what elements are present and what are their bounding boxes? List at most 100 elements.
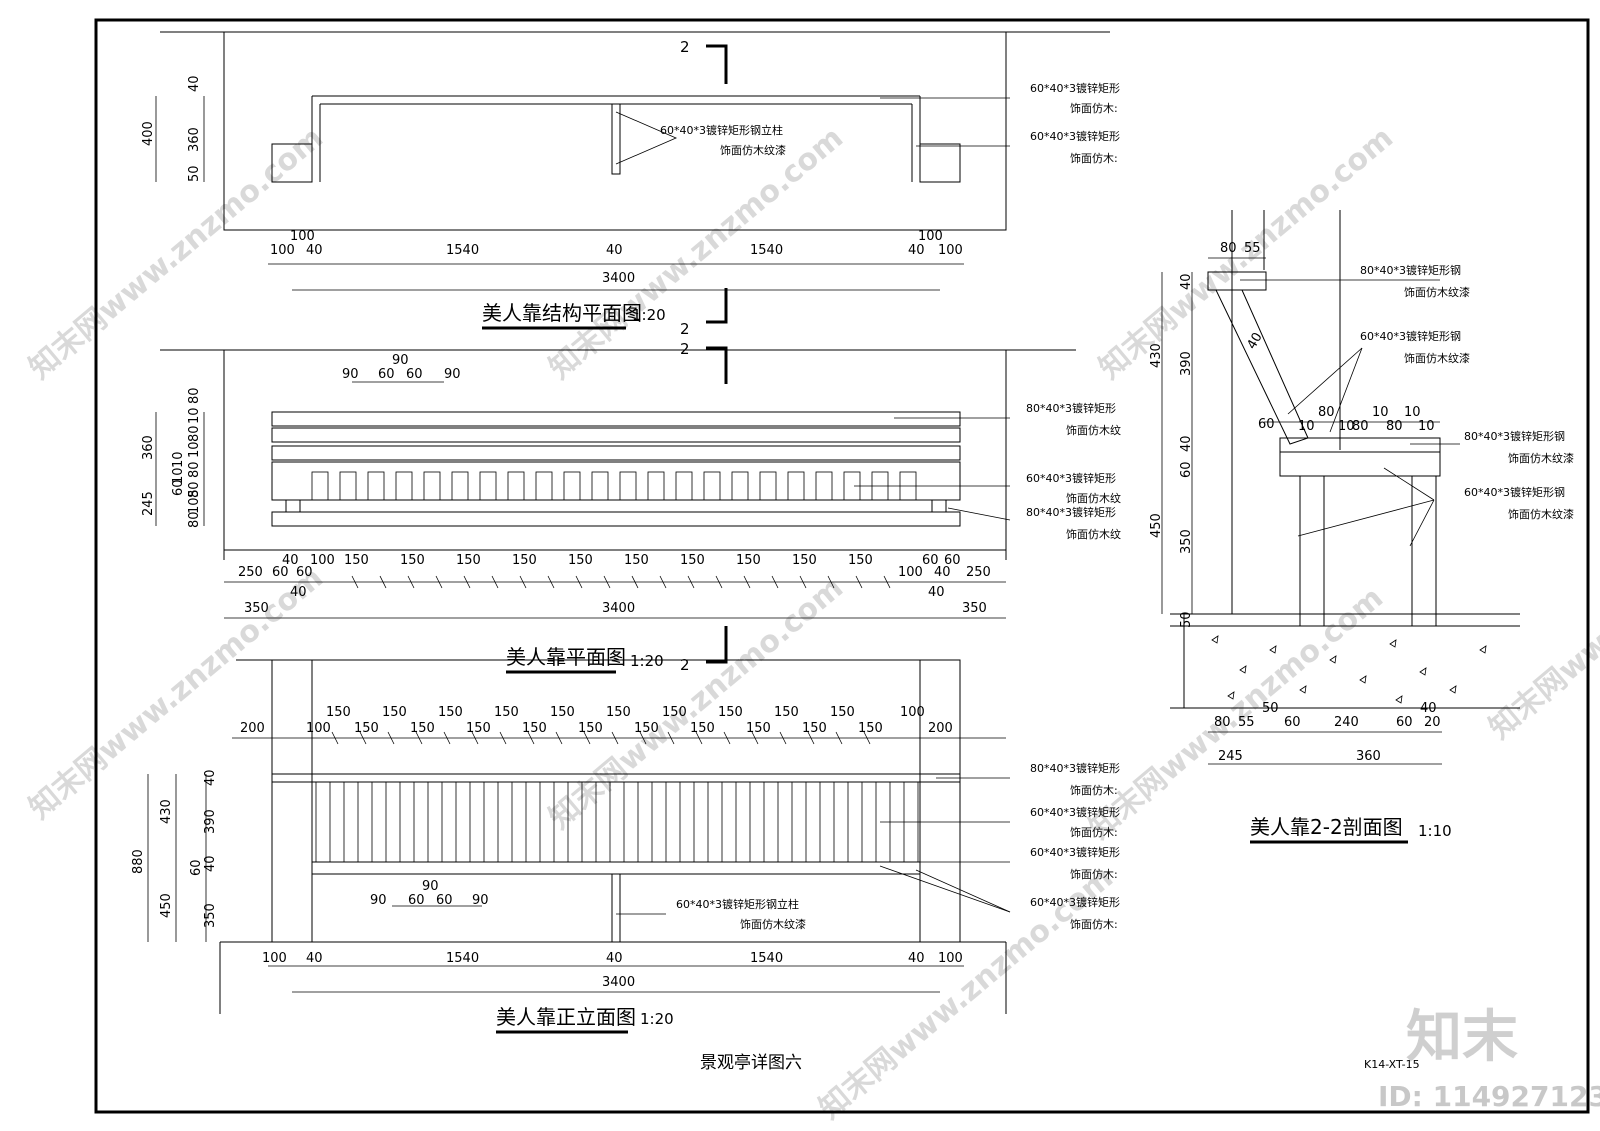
dim-label: 100 <box>938 243 963 258</box>
section-mark-line <box>706 346 728 384</box>
dim-label: 245 <box>1218 749 1243 764</box>
seat-slat <box>479 471 497 501</box>
dim-label: 350 <box>203 903 218 928</box>
dim-tick <box>547 575 555 589</box>
dim-label: 3400 <box>602 601 635 616</box>
dim-label: 55 <box>1238 715 1255 730</box>
note-finish: 饰面仿木纹漆 <box>1508 507 1574 521</box>
dim-label: 350 <box>244 601 269 616</box>
note-finish: 饰面仿木: <box>1070 917 1118 931</box>
dim-label: 40 <box>1244 330 1265 352</box>
post-right <box>931 499 947 513</box>
dim-label: 80 <box>1214 715 1231 730</box>
dim-label: 150 <box>830 705 855 720</box>
dim-label: 80 <box>187 425 202 442</box>
dim-label: 150 <box>400 553 425 568</box>
dim-label: 150 <box>568 553 593 568</box>
seat-slat <box>759 471 777 501</box>
dim-label: 90 <box>342 367 359 382</box>
note-finish: 饰面仿木纹漆 <box>720 143 786 157</box>
dim-label: 10 <box>171 451 186 468</box>
note-finish: 饰面仿木: <box>1070 867 1118 881</box>
dim-label: 20 <box>1424 715 1441 730</box>
dim-label: 50 <box>1179 611 1194 628</box>
dim-label: 40 <box>187 75 202 92</box>
leader <box>1329 347 1363 433</box>
dim-label: 150 <box>550 705 575 720</box>
dim-label: 390 <box>1179 351 1194 376</box>
dim-label: 150 <box>410 721 435 736</box>
dim-tick <box>527 731 535 745</box>
dim-label: 450 <box>1149 513 1164 538</box>
dim-label: 60 <box>406 367 423 382</box>
leader <box>947 507 1011 521</box>
hatch-mark <box>1395 695 1403 704</box>
dim-label: 430 <box>159 799 174 824</box>
note-tube: 60*40*3镀锌矩形钢 <box>1464 485 1565 499</box>
dim-label: 90 <box>422 879 439 894</box>
dim-label: 40 <box>606 243 623 258</box>
seat-top <box>1279 437 1441 453</box>
dim-label: 55 <box>1244 241 1261 256</box>
dim-label: 1540 <box>750 243 783 258</box>
seat-slat <box>507 471 525 501</box>
pillar-right <box>919 143 961 183</box>
seat-slat <box>563 471 581 501</box>
dim-label: 150 <box>438 705 463 720</box>
dim-label: 40 <box>606 951 623 966</box>
dim-label: 40 <box>908 951 925 966</box>
seat-slat <box>311 471 329 501</box>
dim-label: 100 <box>262 951 287 966</box>
view-scale: 1:10 <box>1418 822 1452 840</box>
dim-tick <box>659 575 667 589</box>
section-mark: 2 <box>680 656 690 674</box>
dim-tick <box>351 575 359 589</box>
dim-label: 80 <box>1352 419 1369 434</box>
note-tube: 80*40*3镀锌矩形钢 <box>1360 263 1461 277</box>
dim-label: 150 <box>522 721 547 736</box>
dim-label: 100 <box>938 951 963 966</box>
hatch-mark <box>1389 639 1397 648</box>
section-mark: 2 <box>680 320 690 338</box>
dim-label: 10 <box>187 407 202 424</box>
seat-slat <box>787 471 805 501</box>
watermark: 知末网www.znzmo.com <box>543 570 850 836</box>
hatch-mark <box>1359 675 1367 684</box>
dim-label: 360 <box>187 127 202 152</box>
dim-label: 3400 <box>602 975 635 990</box>
dim-label: 40 <box>1420 701 1437 716</box>
dim-label: 80 <box>187 461 202 478</box>
section-mark-line <box>706 44 728 84</box>
column-mid <box>611 103 621 175</box>
note-tube: 60*40*3镀锌矩形 <box>1030 895 1120 909</box>
dim-label: 1540 <box>446 951 479 966</box>
dim-label: 150 <box>680 553 705 568</box>
dim-label: 80 <box>187 387 202 404</box>
sheet-border <box>94 18 1590 1114</box>
section-mark-line <box>706 626 728 664</box>
dim-tick <box>519 575 527 589</box>
elevation-view: 80*40*3镀锌矩形 饰面仿木: 60*40*3镀锌矩形 饰面仿木: 60*4… <box>131 659 1120 1073</box>
seat-slat <box>423 471 441 501</box>
dim-tick <box>695 731 703 745</box>
dim-tick <box>359 731 367 745</box>
dim-tick <box>779 731 787 745</box>
dim-tick <box>631 575 639 589</box>
dim-label: 150 <box>802 721 827 736</box>
dim-label: 100 <box>306 721 331 736</box>
dim-label: 80 <box>187 511 202 528</box>
dim-tick <box>555 731 563 745</box>
dim-label: 450 <box>159 893 174 918</box>
note-finish: 饰面仿木纹 <box>1066 491 1121 505</box>
elev-dim-row: 1501501501501501501501501501501501501501… <box>326 705 883 745</box>
hatch-mark <box>1479 645 1487 654</box>
dim-tick <box>575 575 583 589</box>
seat-slat <box>591 471 609 501</box>
seat-slat <box>619 471 637 501</box>
dim-label: 150 <box>344 553 369 568</box>
dim-label: 10 <box>1372 405 1389 420</box>
dim-label: 90 <box>472 893 489 908</box>
dim-label: 360 <box>1356 749 1381 764</box>
note-finish: 饰面仿木纹漆 <box>1404 285 1470 299</box>
